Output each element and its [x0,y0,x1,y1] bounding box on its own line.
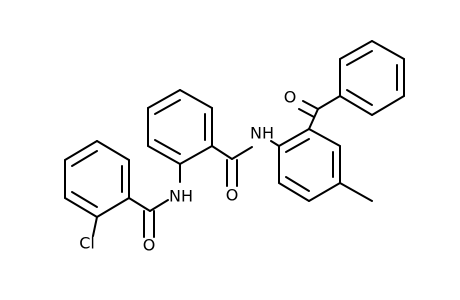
ring-phenyl [339,40,405,116]
amide-carbonyl-left [128,197,169,238]
atom-label-cl: Cl [79,234,95,253]
ring-central [147,89,213,165]
bond-c-cl [92,216,98,237]
ketone-carbonyl [298,95,341,130]
atom-label-nh-left: NH [169,187,193,206]
ring-chlorophenyl [64,140,130,218]
bond-nh-right-ring [270,140,280,147]
ring-methylphenyl [278,128,341,202]
atom-label-nh-right: NH [250,124,274,143]
atom-label-o-left: O [143,236,156,255]
bond-methyl [339,182,373,202]
atom-label-o-middle: O [226,186,239,205]
amide-carbonyl-middle [211,145,253,187]
atom-label-o-ketone: O [284,88,297,107]
